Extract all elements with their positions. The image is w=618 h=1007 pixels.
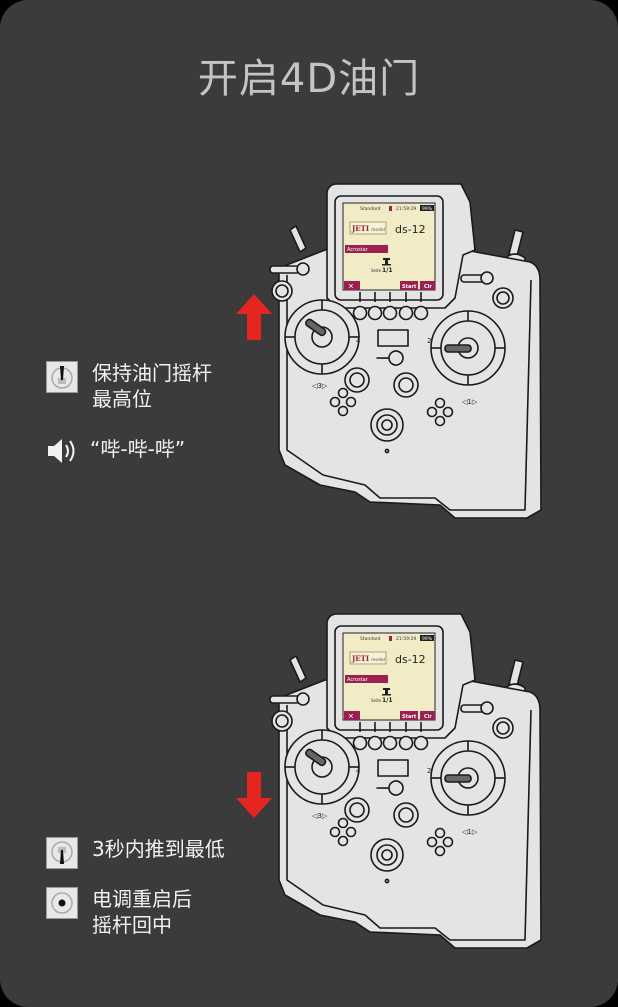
instruction-line: 最高位 [92, 387, 152, 411]
model-item: Acrostar [347, 247, 369, 253]
beep-text: “哔-哔-哔” [90, 437, 186, 461]
plane-icon [382, 688, 391, 696]
right-antenna [508, 229, 524, 257]
clock: 21:59:29 [396, 206, 416, 212]
speaker-icon [48, 439, 75, 463]
arrow-up-icon [236, 294, 272, 340]
transmitter-screen: Standard 21:59:29 99% JETI model ds-12 A… [342, 632, 436, 721]
right-v-label: 2 [427, 767, 431, 775]
battery: 99% [422, 636, 433, 642]
start-softkey: Start [402, 714, 417, 720]
left-h-label: ◁3▷ [312, 812, 328, 820]
brand-sub: model [371, 657, 385, 663]
throttle-stick-up-icon [46, 361, 78, 393]
tools-icon: ✕ [348, 283, 354, 291]
clr-softkey: Clr [424, 714, 432, 720]
left-v-label: 4 [356, 337, 361, 345]
model-name: ds-12 [395, 653, 426, 666]
result-line: 电调重启后 [92, 887, 192, 911]
left-h-label: ◁3▷ [312, 382, 328, 390]
center-switch [377, 329, 409, 347]
brand-logo: JETI [351, 224, 369, 233]
tools-icon: ✕ [348, 713, 354, 721]
left-toggle [269, 695, 301, 704]
right-stick-gimbal [430, 310, 506, 386]
instruction-text: 3秒内推到最低 [92, 837, 225, 861]
result-line: 摇杆回中 [92, 913, 172, 937]
instruction-line: 保持油门摇杆 [92, 361, 212, 385]
plane-icon [382, 258, 391, 266]
left-antenna [289, 225, 307, 253]
transmitter-illustration: ◁3▷ ◁1▷ 4 2 Standard 21:59:29 99% JETI m… [269, 613, 542, 949]
brand-logo: JETI [351, 654, 369, 663]
right-stick-gimbal [430, 740, 506, 816]
transmitter-illustration: ◁3▷ ◁1▷ 4 2 Standard 21:59:29 99% JETI m… [269, 183, 542, 519]
profile-label: Standard [360, 636, 381, 642]
left-stick-gimbal [284, 729, 360, 805]
step2-instruction: 3秒内推到最低 [46, 836, 225, 869]
step1-instruction: 保持油门摇杆最高位 [46, 360, 212, 412]
clr-softkey: Clr [424, 284, 432, 290]
step2-result: 电调重启后摇杆回中 [46, 886, 192, 938]
battery: 99% [422, 206, 433, 212]
softkey-row [352, 292, 429, 321]
right-h-label: ◁1▷ [462, 828, 478, 836]
center-switch [377, 759, 409, 777]
softkey-row [352, 722, 429, 751]
brand-sub: model [371, 227, 385, 233]
transmitter-screen: Standard 21:59:29 99% JETI model ds-12 A… [342, 202, 436, 291]
page-number: 1/1 [382, 697, 393, 704]
model-item: Acrostar [347, 677, 369, 683]
page-title: 开启4D油门 [197, 56, 421, 102]
left-antenna [289, 655, 307, 683]
left-v-label: 4 [356, 767, 361, 775]
stick-center-icon [46, 887, 78, 919]
profile-label: Standard [360, 206, 381, 212]
start-softkey: Start [402, 284, 417, 290]
left-toggle [269, 265, 301, 274]
left-stick-gimbal [284, 299, 360, 375]
model-name: ds-12 [395, 223, 426, 236]
right-h-label: ◁1▷ [462, 398, 478, 406]
page-label: Seite [371, 698, 382, 703]
page-label: Seite [371, 268, 382, 273]
clock: 21:59:29 [396, 636, 416, 642]
right-v-label: 2 [427, 337, 431, 345]
step1-sound: “哔-哔-哔” [46, 436, 185, 466]
throttle-stick-down-icon [46, 837, 78, 869]
right-antenna [508, 659, 524, 687]
page-number: 1/1 [382, 267, 393, 274]
transmitter-illustration-2: ◁3▷ ◁1▷ 4 2 Standard 21:59:29 99% JETI m… [265, 610, 555, 955]
arrow-down-icon [236, 772, 272, 818]
